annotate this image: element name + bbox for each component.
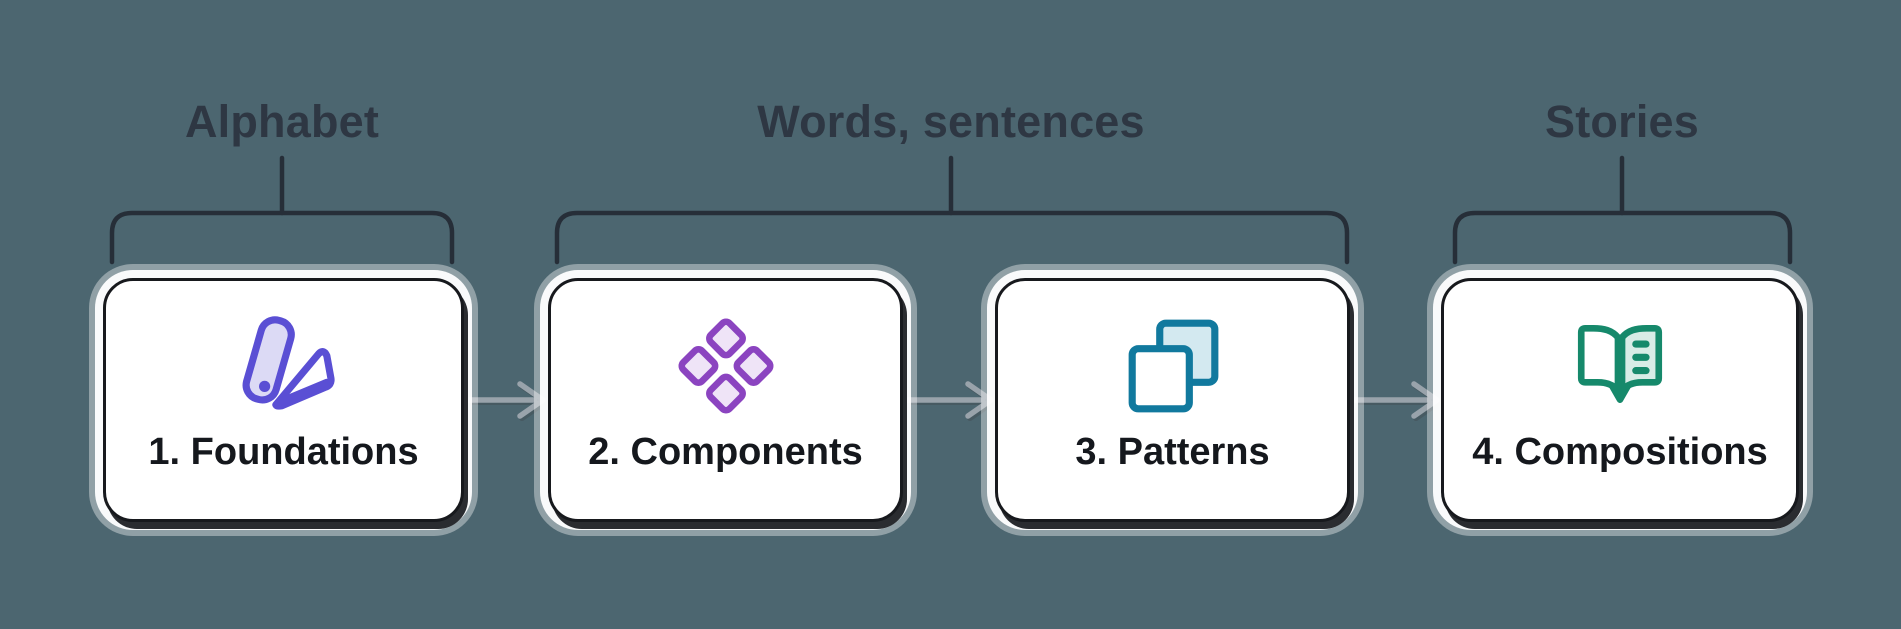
bracket-words-sentences xyxy=(554,155,1350,265)
arrow-patterns-to-compositions xyxy=(1352,381,1442,421)
arrow-components-to-patterns xyxy=(905,381,996,421)
card-title: 3. Patterns xyxy=(1075,431,1270,473)
card-patterns: 3. Patterns xyxy=(995,278,1350,522)
bracket-alphabet xyxy=(109,155,455,265)
card-compositions: 4. Compositions xyxy=(1441,278,1799,522)
group-label-alphabet: Alphabet xyxy=(184,96,380,147)
group-label-stories: Stories xyxy=(1545,96,1699,147)
swatch-book-icon xyxy=(242,316,335,410)
card-foundations: 1. Foundations xyxy=(103,278,464,522)
open-book-icon xyxy=(1577,324,1663,403)
arrow-foundations-to-components xyxy=(466,381,548,421)
card-title: 1. Foundations xyxy=(148,431,419,473)
card-title: 4. Compositions xyxy=(1472,431,1768,473)
component-diamonds-icon xyxy=(678,318,773,414)
group-label-words-sentences: Words, sentences xyxy=(757,96,1145,147)
bracket-stories xyxy=(1452,155,1793,265)
card-components: 2. Components xyxy=(548,278,903,522)
card-title: 2. Components xyxy=(588,431,863,473)
overlapping-squares-icon xyxy=(1128,319,1218,413)
